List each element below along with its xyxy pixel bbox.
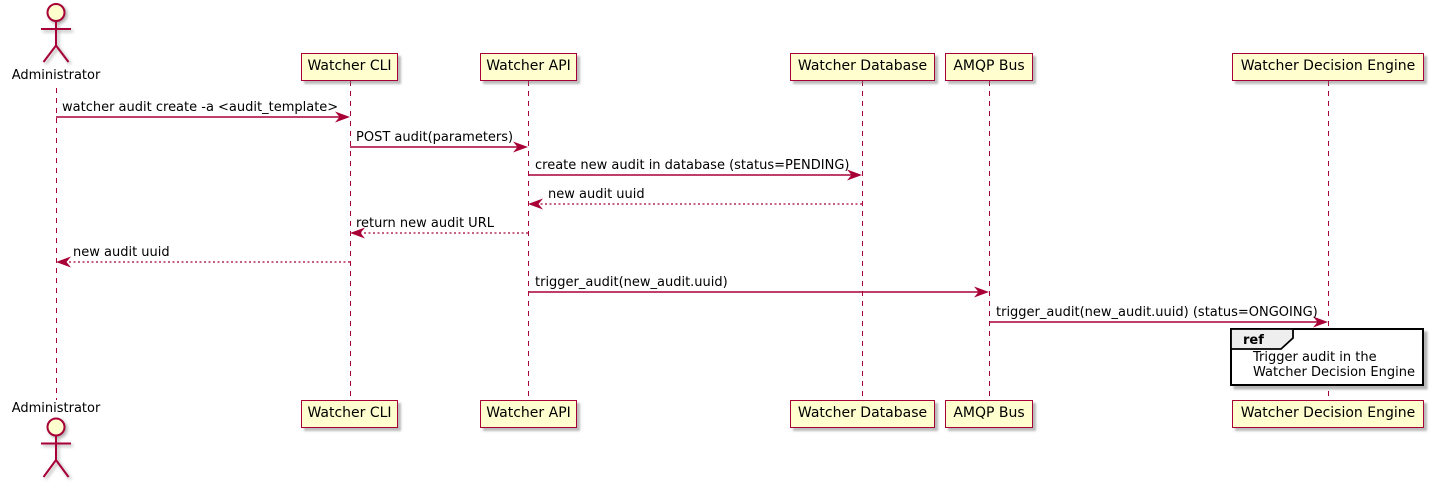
message-label-4: new audit uuid (548, 187, 645, 202)
participant-watcher-cli-top: Watcher CLI (301, 53, 398, 81)
message-label-1: watcher audit create -a <audit_template> (62, 100, 339, 115)
message-label-2: POST audit(parameters) (356, 130, 514, 145)
message-label-3: create new audit in database (status=PEN… (535, 158, 850, 173)
ref-tab-shape: ref (1230, 328, 1294, 350)
actor-label-top: Administrator (11, 68, 101, 83)
ref-text: Trigger audit in the Watcher Decision En… (1232, 330, 1422, 380)
arrowhead-right-1 (335, 111, 350, 123)
arrowhead-left-4 (528, 198, 543, 210)
ref-keyword: ref (1243, 333, 1264, 348)
participant-watcher-cli-bottom: Watcher CLI (301, 400, 398, 428)
arrowhead-right-3 (847, 169, 862, 181)
participant-watcher-decision-engine-bottom: Watcher Decision Engine (1232, 400, 1424, 428)
message-label-5: return new audit URL (356, 216, 494, 231)
ref-text-line-2: Watcher Decision Engine (1253, 365, 1415, 380)
message-label-6: new audit uuid (73, 245, 170, 260)
ref-fragment: ref Trigger audit in the Watcher Decisio… (1230, 328, 1424, 386)
participant-watcher-api-top: Watcher API (480, 53, 577, 81)
actor-label-bottom: Administrator (11, 401, 101, 416)
message-label-7: trigger_audit(new_audit.uuid) (535, 275, 728, 290)
actor-icon-top (41, 3, 71, 63)
participant-amqp-bus-top: AMQP Bus (945, 53, 1033, 81)
message-label-8: trigger_audit(new_audit.uuid) (status=ON… (996, 305, 1318, 320)
participant-watcher-decision-engine-top: Watcher Decision Engine (1232, 53, 1424, 81)
arrowhead-left-5 (350, 227, 365, 239)
arrowhead-left-6 (56, 256, 71, 268)
participant-watcher-api-bottom: Watcher API (480, 400, 577, 428)
participant-watcher-database-top: Watcher Database (790, 53, 935, 81)
arrowhead-right-8 (1313, 316, 1328, 328)
arrowhead-right-2 (513, 141, 528, 153)
participant-watcher-database-bottom: Watcher Database (790, 400, 935, 428)
actor-icon-bottom (41, 417, 71, 478)
participant-amqp-bus-bottom: AMQP Bus (945, 400, 1033, 428)
arrowhead-right-7 (974, 286, 989, 298)
ref-text-line-1: Trigger audit in the (1253, 350, 1377, 365)
